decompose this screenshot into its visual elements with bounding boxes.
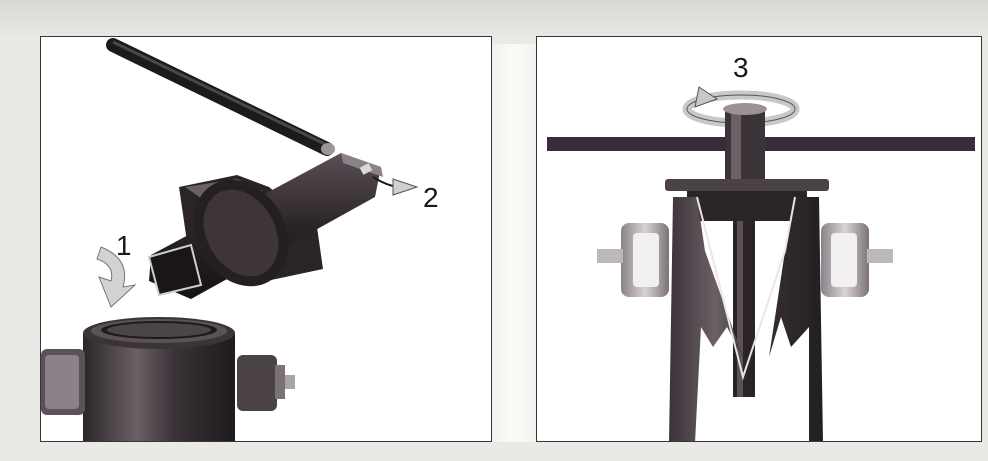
arrow-step-2 <box>372 176 419 196</box>
hydrant-cutaway <box>597 196 893 441</box>
step-2-label: 2 <box>423 182 439 213</box>
arrow-step-1 <box>96 246 137 308</box>
panel-left-removal: 2 1 <box>40 36 492 442</box>
step-3-label: 3 <box>733 52 749 83</box>
step-1-label: 1 <box>116 230 132 261</box>
right-illustration: 3 <box>547 52 975 441</box>
removal-tool <box>147 153 383 299</box>
seat-plate <box>665 179 829 221</box>
hydrant-body <box>41 317 295 441</box>
panel-divider <box>492 44 536 442</box>
panel-right-installation: 3 <box>536 36 982 442</box>
lever-bar <box>106 38 335 156</box>
valve-stem <box>723 103 767 397</box>
left-illustration: 2 1 <box>41 38 439 441</box>
